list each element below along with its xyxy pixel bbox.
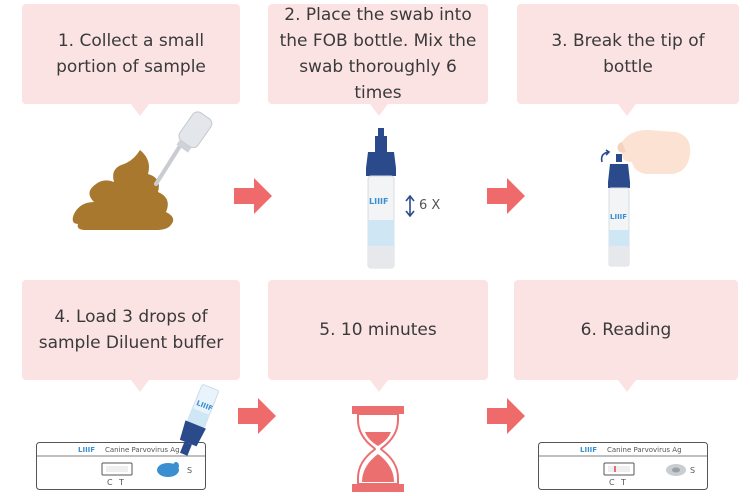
mix-count-label: 6 X [419,198,441,213]
fob-bottle-brand-label: LIIIF [369,197,389,206]
step-3-bubble-tail [618,104,636,116]
test-cassette [36,442,206,490]
cassette-title: Canine Parvovirus Ag [105,446,180,454]
control-line-label: C [107,478,113,487]
up-down-arrow-icon [405,194,415,218]
control-line-label: C [609,478,615,487]
cassette-title: Canine Parvovirus Ag [607,446,682,454]
fob-bottle-icon [608,154,630,267]
test-line-label: T [621,478,626,487]
sample-well-label: S [187,466,193,475]
arrow-right-icon [487,178,525,214]
step-2-bubble: 2. Place the swab into the FOB bottle. M… [268,4,488,104]
cassette-brand-label: LIIIF [580,446,598,454]
step-6-bubble: 6. Reading [514,280,738,380]
step-3-bubble: 3. Break the tip of bottle [517,4,739,104]
step-4-text: 4. Load 3 drops of sample Diluent buffer [38,307,224,353]
break-tip-icon [600,149,611,163]
step-4-bubble: 4. Load 3 drops of sample Diluent buffer [22,280,240,380]
test-line-label: T [119,478,124,487]
step-4-bubble-tail [131,380,149,392]
cassette-brand-label: LIIIF [78,446,96,454]
step-5-bubble: 5. 10 minutes [268,280,488,380]
swab-bottle-icon [154,111,213,186]
stool-sample-icon [72,150,174,230]
hand-icon [617,130,691,174]
arrow-right-icon [487,398,525,434]
step-1-text: 1. Collect a small portion of sample [56,31,206,77]
fob-bottle-brand-label: LIIIF [610,213,628,221]
fob-bottle-icon [366,128,396,269]
step-6-text: 6. Reading [580,320,672,340]
step-3-text: 3. Break the tip of bottle [551,31,705,77]
step-5-text: 5. 10 minutes [319,320,437,340]
arrow-right-icon [238,398,276,434]
step-6-bubble-tail [618,380,636,392]
sample-well-label: S [690,466,696,475]
step-1-bubble: 1. Collect a small portion of sample [22,4,240,104]
result-cassette [538,442,708,490]
step-2-text: 2. Place the swab into the FOB bottle. M… [279,5,477,103]
step-5-bubble-tail [370,380,388,392]
step-1-bubble-tail [131,104,149,116]
dropper-bottle-icon [173,384,219,470]
arrow-right-icon [234,178,272,214]
step-2-bubble-tail [370,104,388,116]
hourglass-icon [352,406,404,492]
